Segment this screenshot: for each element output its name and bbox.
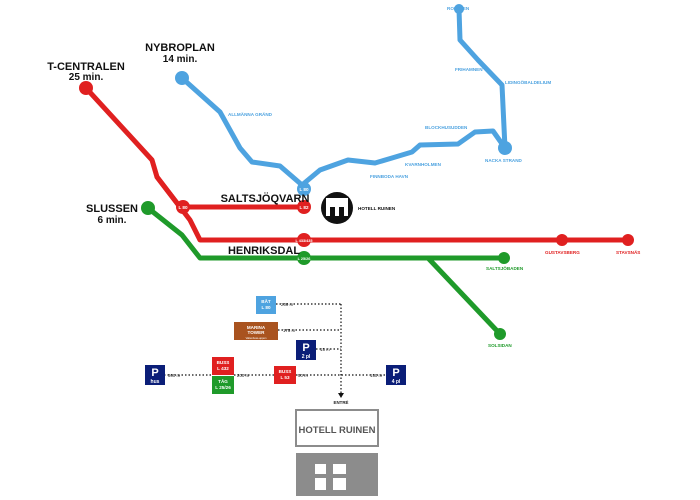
l433-label: L 433/435 [295,239,312,243]
p-4pl-distance: 150 m [370,373,383,378]
hotel-small-label: HOTELL RUINEN [358,206,396,211]
marina-tower-label: TOWER [247,330,265,335]
ropsten-stop [454,4,464,14]
finnboda-label: FINNBODA HAVN [370,174,409,179]
nybroplan-label: NYBROPLAN [145,42,215,54]
p-hus-label: hus [151,379,160,385]
gustavsberg-label: GUSTAVSBERG [545,250,580,255]
p-hus-icon: P [151,367,158,379]
saltsjobaden-stop [498,252,510,264]
bat-label: BÅT [261,298,271,304]
tag-label: TÅG [218,378,228,384]
lidingo-label: LIDINGÖBALDELIUM [505,79,551,85]
ropsten-label: ROPSTEN [447,6,470,11]
bat-distance: 200 m [281,302,294,307]
red-l80-stop [176,200,190,214]
kvarnholmen-label: KVARNHOLMEN [405,162,442,167]
tcentralen-label: T-CENTRALEN [47,61,125,73]
hotel-marker-icon [321,192,353,224]
tcentralen-stop [79,81,93,95]
hotel-sign: HOTELL RUINEN [299,425,376,436]
red-line: L 80 L 82 L 433/435 [79,81,634,247]
buss-left-line: L 432 [217,366,229,371]
p-2pl-distance: 15 m [320,347,330,352]
marina-distance: 175 m [283,328,296,333]
l25-label: L 25/26 [298,257,311,261]
blue-l80-stop [297,182,311,196]
henriksdal-train-stop [297,251,311,265]
gustavsberg-stop [556,234,568,246]
p-2pl-label: 2 pl [302,354,311,360]
tag-line: L 25/26 [215,385,231,390]
blockhusudden-label: BLOCKHUSUDDEN [425,125,468,130]
saltsjobaden-label: SALTSJÖBADEN [486,265,524,271]
buss-right-distance: 50 m [298,373,308,378]
stavsnas-label: STAVSNÄS [616,249,640,255]
buss-left-label: BUSS [217,360,230,365]
p-hus-distance: 300 m [168,373,181,378]
slussen-stop [141,201,155,215]
henriksdal-label: HENRIKSDAL [228,245,300,257]
blue-ferry-line: L 80 [175,4,512,196]
nybroplan-time: 14 min. [163,54,198,65]
allmanna-grand-label: ALLMÄNNA GRÄND [228,111,273,117]
nacka-strand-stop [498,141,512,155]
entre-label: ENTRÉ [334,400,349,405]
red-l80-label: L 80 [178,205,188,210]
solsidan-label: SOLSIDAN [488,343,512,348]
tag-buss-distance: 200 m [237,373,250,378]
hotel-building-icon [295,409,379,496]
saltsjoqvarn-label: SALTSJÖQVARN [221,192,310,205]
marina-label: MARINA [247,325,266,330]
frihamnen-label: FRIHAMNEN [455,67,483,72]
l82-stop [297,200,311,214]
nybroplan-stop [175,71,189,85]
marina-sub: Vattenbuss-appen [246,336,267,340]
p-4pl-label: 4 pl [392,379,401,385]
blue-l80-label: L 80 [299,187,309,192]
buss-right-label: BUSS [279,369,292,374]
tcentralen-time: 25 min. [69,72,104,83]
nacka-strand-label: NACKA STRAND [485,158,523,163]
l82-label: L 82 [299,205,309,210]
slussen-time: 6 min. [98,215,127,226]
stavsnas-stop [622,234,634,246]
solsidan-stop [494,328,506,340]
buss-right-line: L 53 [280,375,290,380]
green-line: L 25/26 [141,201,510,340]
bat-line: L 80 [261,305,271,310]
p-4pl-icon: P [392,367,399,379]
directions-diagram [164,303,390,396]
p-2pl-icon: P [302,342,309,354]
slussen-label: SLUSSEN [86,203,138,215]
henriksdal-bus-stop [297,233,311,247]
